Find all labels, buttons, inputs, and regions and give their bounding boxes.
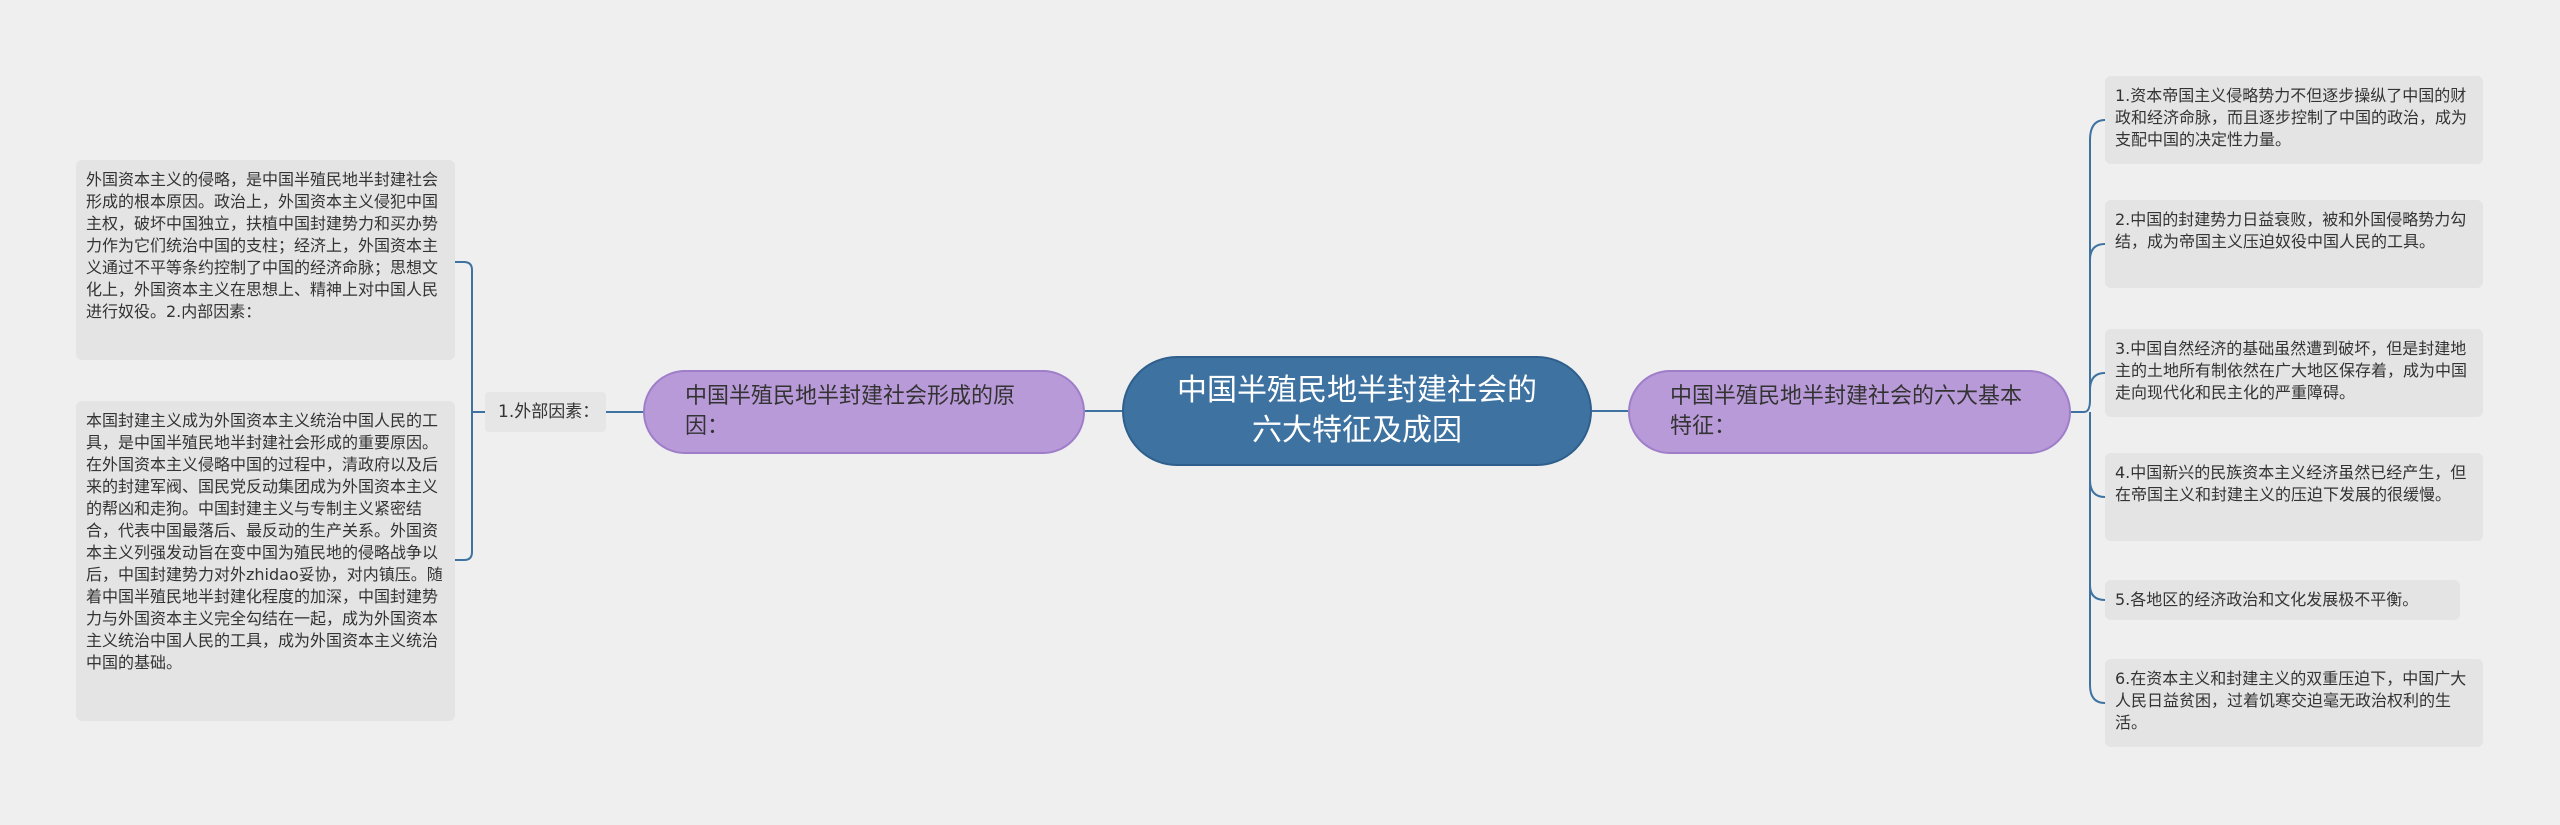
sub-node-external-factors[interactable]: 1.外部因素： [485, 392, 606, 432]
link-right-leaf-6 [2089, 585, 2106, 704]
branch-features[interactable]: 中国半殖民地半封建社会的六大基本特征： [1628, 370, 2071, 454]
leaf-feature-1[interactable]: 1.资本帝国主义侵略势力不但逐步操纵了中国的财政和经济命脉，而且逐步控制了中国的… [2105, 76, 2483, 164]
leaf-feature-4[interactable]: 4.中国新兴的民族资本主义经济虽然已经产生，但在帝国主义和封建主义的压迫下发展的… [2105, 453, 2483, 541]
root-node[interactable]: 中国半殖民地半封建社会的六大特征及成因 [1122, 356, 1592, 466]
branch-causes-title: 中国半殖民地半封建社会形成的原因： [685, 384, 1016, 439]
leaf-feature-2[interactable]: 2.中国的封建势力日益衰败，被和外国侵略势力勾结，成为帝国主义压迫奴役中国人民的… [2105, 200, 2483, 288]
root-title: 中国半殖民地半封建社会的六大特征及成因 [1177, 373, 1537, 448]
link-right-leaf-3 [2089, 372, 2106, 391]
link-right-leaf-5 [2089, 480, 2106, 601]
sub-node-label: 1.外部因素： [498, 402, 600, 422]
link-right-leaf-1 [2071, 119, 2106, 413]
link-right-leaf-4 [2089, 412, 2106, 498]
leaf-external-cause[interactable]: 外国资本主义的侵略，是中国半殖民地半封建社会形成的根本原因。政治上，外国资本主义… [76, 160, 455, 360]
link-sublabel-leaf-2 [455, 412, 473, 561]
branch-causes[interactable]: 中国半殖民地半封建社会形成的原因： [643, 370, 1085, 454]
leaf-feature-5[interactable]: 5.各地区的经济政治和文化发展极不平衡。 [2105, 580, 2460, 620]
leaf-internal-cause[interactable]: 本国封建主义成为外国资本主义统治中国人民的工具，是中国半殖民地半封建社会形成的重… [76, 401, 455, 721]
link-sublabel-leaf-1 [455, 261, 485, 413]
leaf-feature-6[interactable]: 6.在资本主义和封建主义的双重压迫下，中国广大人民日益贫困，过着饥寒交迫毫无政治… [2105, 659, 2483, 747]
branch-features-title: 中国半殖民地半封建社会的六大基本特征： [1670, 384, 2023, 439]
leaf-feature-3[interactable]: 3.中国自然经济的基础虽然遭到破坏，但是封建地主的土地所有制依然在广大地区保存着… [2105, 329, 2483, 417]
link-right-leaf-2 [2089, 243, 2106, 261]
